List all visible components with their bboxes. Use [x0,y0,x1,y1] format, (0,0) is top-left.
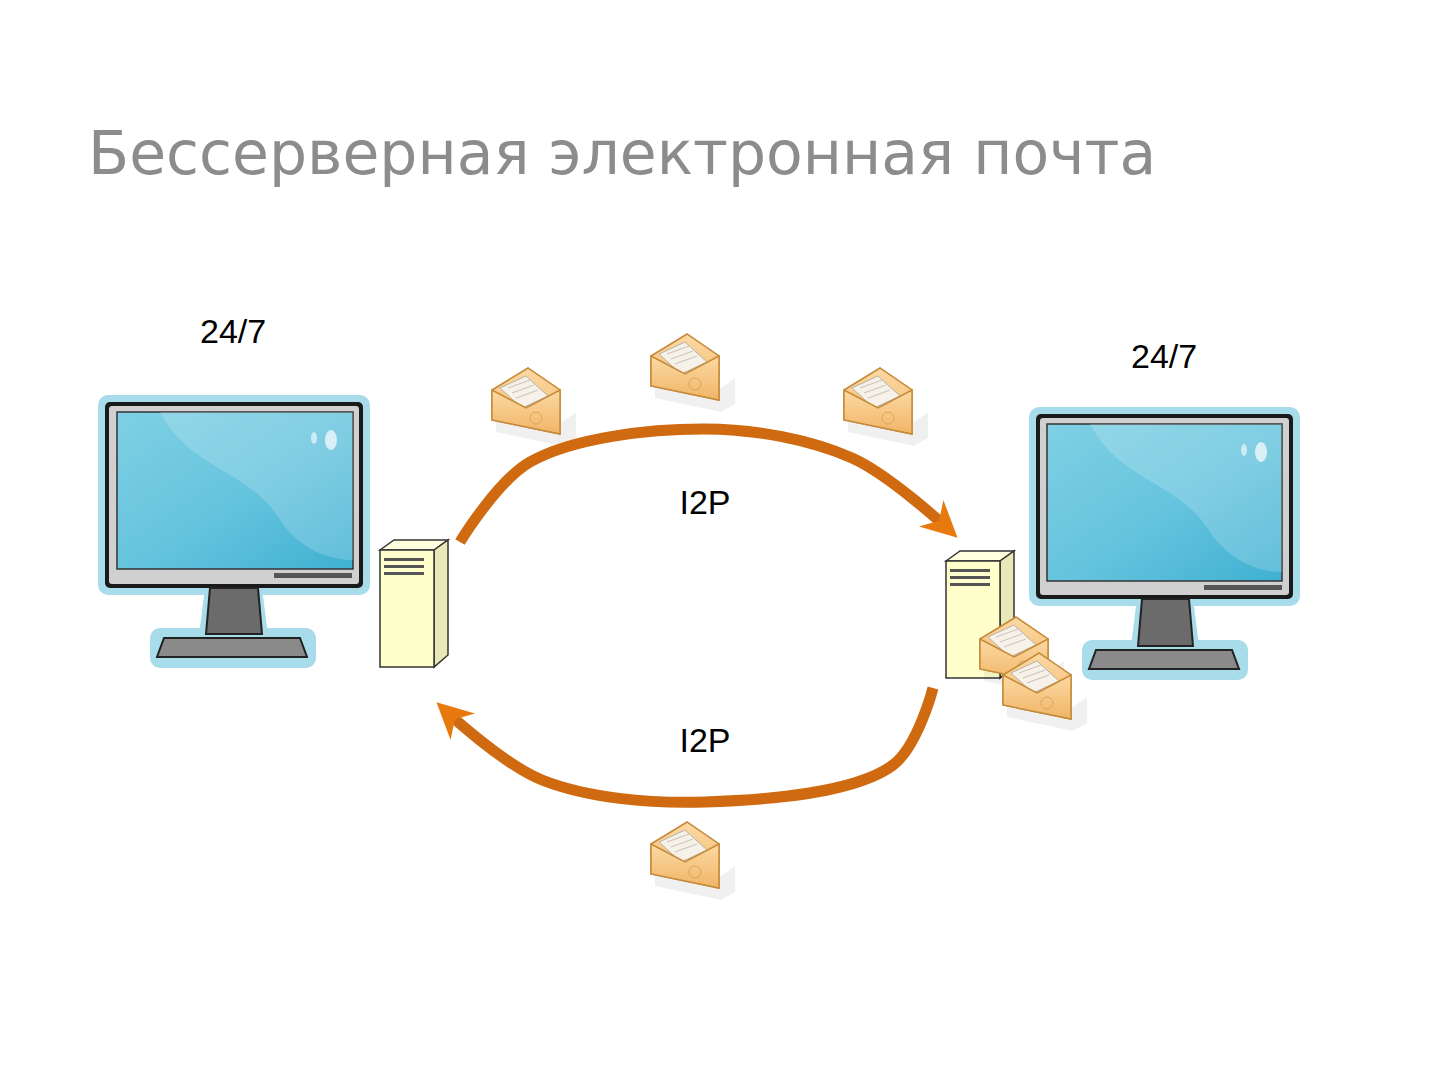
uptime-label: 24/7 [200,312,266,351]
computer-node: 24/7 [945,335,1300,680]
i2p-arrow [460,429,947,542]
edge-label: I2P [675,721,734,760]
computer-node: 24/7 [95,310,455,670]
left-monitor [98,395,448,668]
edge-label: I2P [675,483,734,522]
diagram-title: Бессерверная электронная почта [88,118,1156,188]
uptime-label: 24/7 [1131,337,1197,376]
envelopes [492,334,1087,900]
i2p-arrow [447,688,933,802]
